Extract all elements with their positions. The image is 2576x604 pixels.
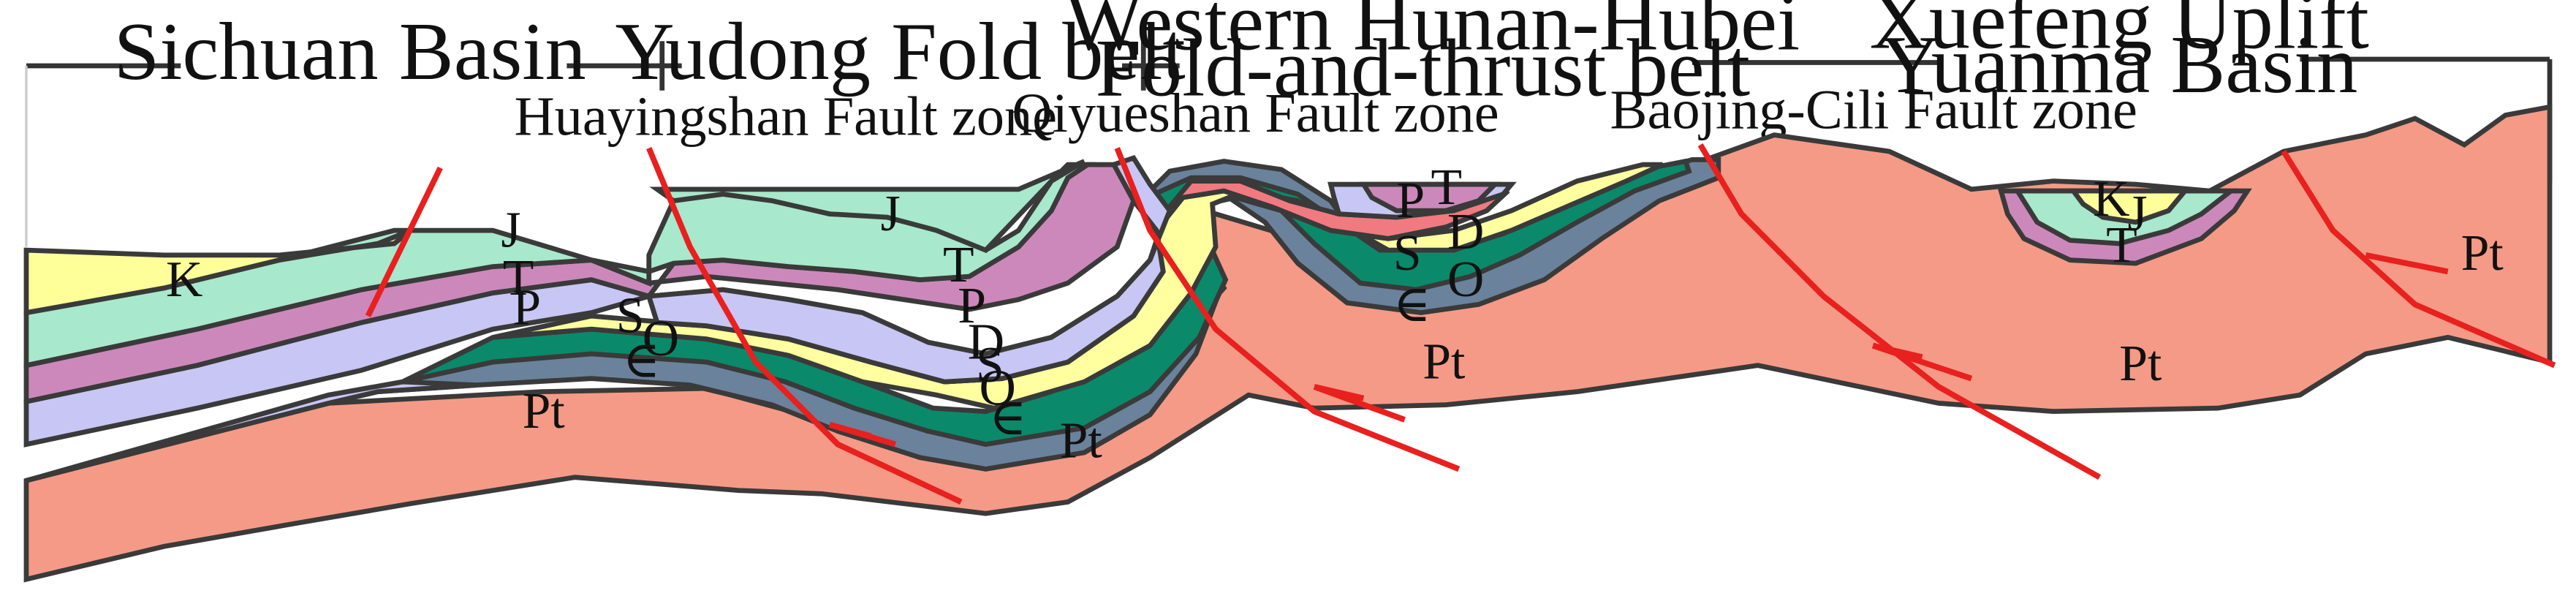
fault-trace-xuefeng xyxy=(2281,149,2556,369)
fault-label-qiyueshan: Qiyueshan Fault zone xyxy=(1012,82,1499,144)
fault-trace-qiyueshan xyxy=(1114,147,1461,472)
strata-layers xyxy=(23,104,2553,583)
unit-label-o-yudong: O xyxy=(979,360,1015,417)
region-title-western-hunan-hubei-line2: Fold-and-thrust belt xyxy=(1095,23,1750,113)
unit-label-s-west: S xyxy=(616,288,645,344)
fault-lines xyxy=(365,143,2556,505)
fault-trace-baojing-cili xyxy=(1697,143,2102,480)
fault-label-huayingshan: Huayingshan Fault zone xyxy=(514,86,1057,148)
unit-label-pt-east: Pt xyxy=(2461,225,2504,282)
fault-trace-minor-west xyxy=(365,166,443,317)
unit-label-t-yudong: T xyxy=(943,237,974,293)
region-title-sichuan-basin: Sichuan Basin xyxy=(114,7,586,97)
unit-label-t-hunan: T xyxy=(1431,159,1463,216)
unit-label-k-xuefeng: K xyxy=(2093,171,2129,227)
unit-label-t-west: T xyxy=(503,250,534,306)
unit-label-j-yudong: J xyxy=(881,186,901,242)
unit-label-p-hunan: P xyxy=(1396,173,1425,229)
stratum-cretaceous xyxy=(23,188,2191,316)
fault-trace-huayingshan xyxy=(646,147,963,505)
unit-label-cambrian-yudong: ∈ xyxy=(989,390,1027,446)
unit-label-o-hunan: O xyxy=(1447,252,1484,308)
stratum-jurassic xyxy=(23,159,2238,369)
unit-label-s-yudong: S xyxy=(976,337,1004,393)
region-title-yuanma-basin: Yuanma Basin xyxy=(1881,20,2357,110)
region-title-yudong-fold-belt: Yudong Fold belt xyxy=(615,7,1185,97)
region-title-western-hunan-hubei-line1: Western Hunan-Hubei xyxy=(1065,0,1800,68)
unit-label-pt-yudong: Pt xyxy=(1060,413,1102,469)
unit-label-k-west: K xyxy=(166,252,202,308)
unit-label-s-hunan: S xyxy=(1393,225,1422,282)
unit-label-d-hunan: D xyxy=(1447,204,1484,260)
fault-arrow-qiyueshan xyxy=(1313,384,1406,423)
unit-labels: K J T P S O ∈ Pt J T P D S O ∈ Pt T P D … xyxy=(166,159,2504,469)
unit-label-p-yudong: P xyxy=(958,278,986,334)
unit-label-p-west: P xyxy=(512,279,541,336)
fault-arrow-xuefeng xyxy=(2365,252,2449,275)
unit-label-pt-hunan: Pt xyxy=(1423,334,1465,390)
unit-label-j-xuefeng: J xyxy=(2127,186,2147,242)
unit-label-cambrian-west: ∈ xyxy=(623,332,661,388)
fault-label-baojing-cili: Baojing-Cili Fault zone xyxy=(1610,79,2137,141)
unit-label-pt-west: Pt xyxy=(523,383,565,439)
fault-arrow-huayingshan xyxy=(828,421,896,448)
unit-label-t-xuefeng: T xyxy=(2106,217,2137,273)
unit-label-j-west: J xyxy=(501,203,520,259)
fault-arrow-baojing-cili xyxy=(1871,342,1973,382)
unit-label-pt-xuefeng: Pt xyxy=(2119,336,2162,392)
unit-label-o-west: O xyxy=(643,311,679,367)
unit-label-cambrian-hunan: ∈ xyxy=(1393,276,1431,333)
region-title-xuefeng-uplift: Xuefeng Uplift xyxy=(1870,0,2369,66)
unit-label-d-yudong: D xyxy=(968,314,1004,371)
